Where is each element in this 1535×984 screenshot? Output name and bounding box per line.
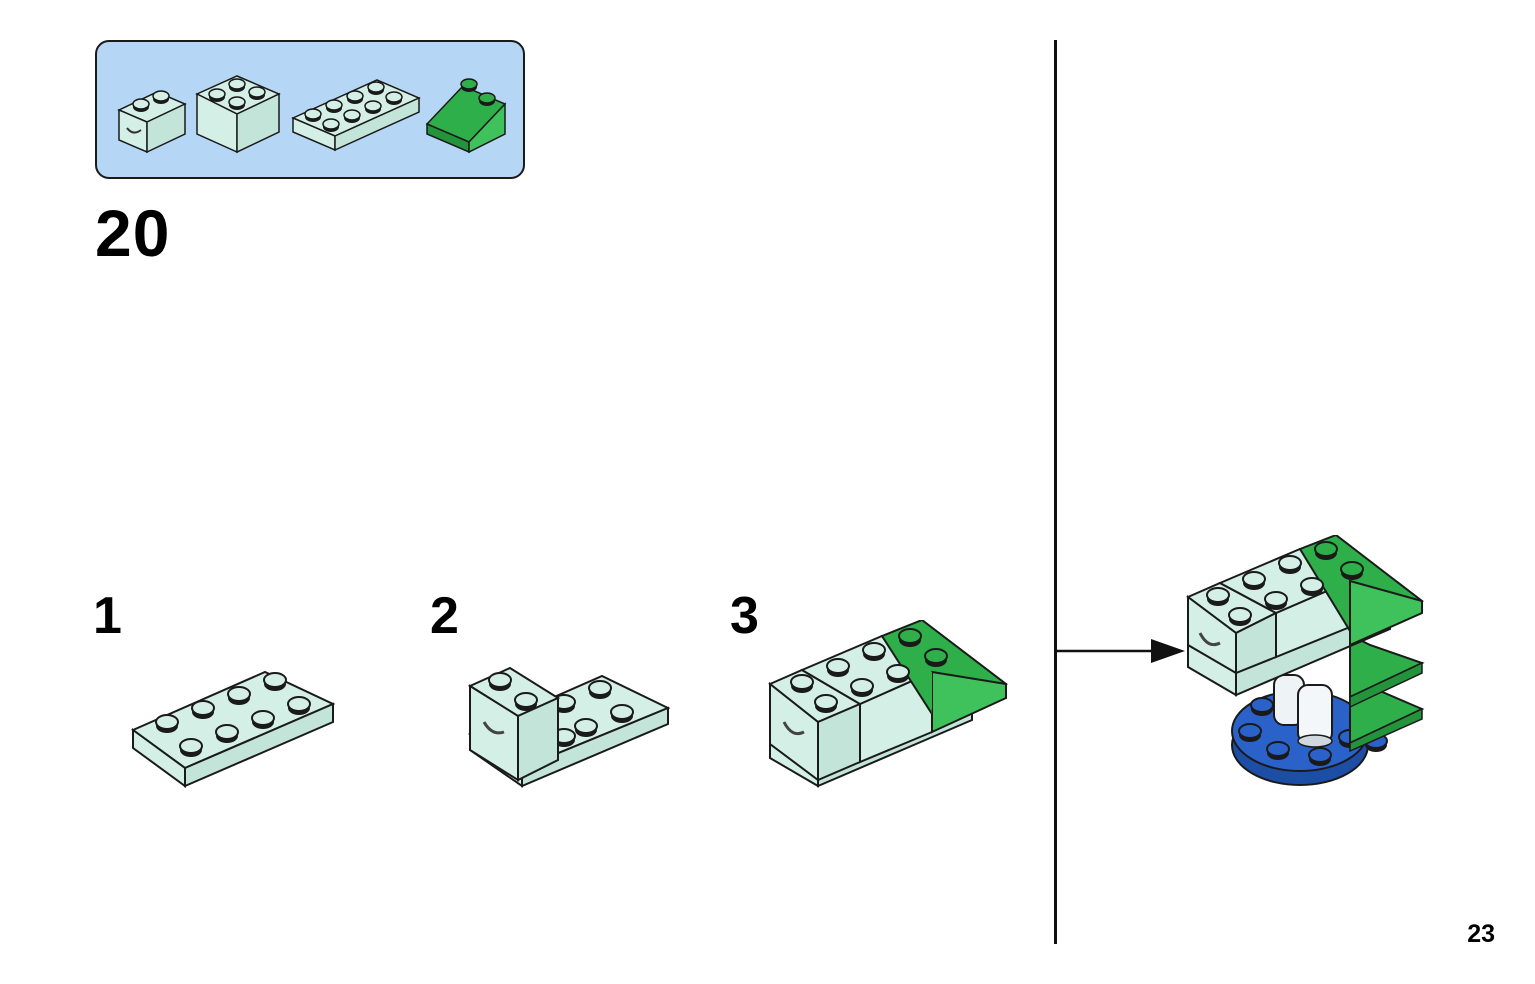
sub-step-1-illustration (131, 670, 336, 788)
parts-callout (95, 40, 525, 179)
sub-step-number-3: 3 (730, 587, 759, 645)
assembly-arrow (1055, 639, 1185, 663)
sub-step-number-2: 2 (430, 587, 459, 645)
sub-step-number-1: 1 (93, 587, 122, 645)
part-slope-2x2-green (425, 78, 507, 154)
final-assembly-illustration (1186, 535, 1425, 786)
panel-divider (1054, 40, 1057, 944)
part-brick-2x2 (195, 75, 281, 154)
step-number: 20 (95, 196, 171, 270)
part-brick-1x2-printed (117, 90, 187, 154)
sub-step-3-illustration (768, 620, 1009, 788)
sub-step-2-illustration (467, 666, 671, 788)
part-plate-2x4 (291, 79, 421, 152)
page-number: 23 (1467, 920, 1495, 948)
